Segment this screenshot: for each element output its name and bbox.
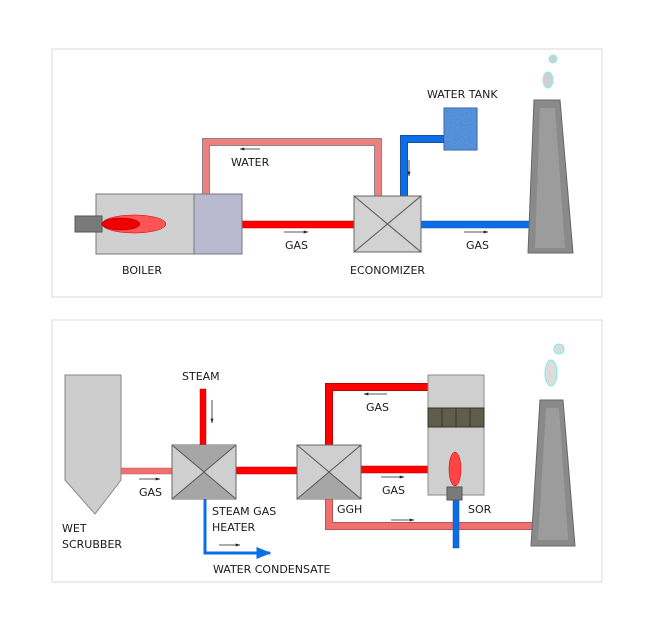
label-economizer: ECONOMIZER [350,264,425,277]
chimney-stack-bottom [530,343,576,547]
hot-gas-pipe [241,220,355,229]
label-gas: GAS [285,239,308,252]
gas-to-sor-pipe [360,465,429,474]
water-supply-pipe [400,135,444,196]
label-boiler: BOILER [122,264,162,277]
sor-unit [427,374,485,501]
top-panel-frame [51,48,603,298]
sor-burner [446,486,463,501]
label-heater: HEATER [212,521,256,534]
label-scrubber: SCRUBBER [62,538,122,551]
label-water-tank: WATER TANK [427,88,498,101]
label-gas: GAS [382,484,405,497]
scrubber-gas-pipe [120,467,174,475]
label-ggh: GGH [337,503,362,516]
sor-flame [448,451,462,487]
label-water-condensate: WATER CONDENSATE [213,563,331,576]
sor-return-gas-pipe [325,383,428,445]
label-wet: WET [62,522,87,535]
condensate-pipe [203,498,272,559]
smoke-puff [553,343,565,355]
steam-gas-heater [171,444,237,500]
label-sor: SOR [468,503,492,516]
burner-nozzle [74,215,103,233]
wet-scrubber [64,374,122,515]
label-gas: GAS [366,401,389,414]
fuel-pipe [452,497,460,549]
chimney-stack-top [527,54,574,254]
heated-gas-pipe [235,466,298,475]
label-steam: STEAM [182,370,220,383]
gas-to-stack-pipe [325,498,536,530]
smoke-puff [542,71,554,89]
cooled-gas-pipe [420,220,532,229]
label-steam-gas: STEAM GAS [212,505,276,518]
water-tank [443,107,478,151]
steam-inlet-pipe [199,388,207,446]
boiler-flame-inner [101,217,141,231]
smoke-puff [548,54,558,64]
economizer [353,195,422,253]
water-return-pipe [202,138,382,196]
label-gas: GAS [139,486,162,499]
label-gas: GAS [466,239,489,252]
gas-gas-heater [296,444,362,500]
boiler [74,193,243,255]
label-water: WATER [231,156,270,169]
smoke-puff [544,359,558,387]
